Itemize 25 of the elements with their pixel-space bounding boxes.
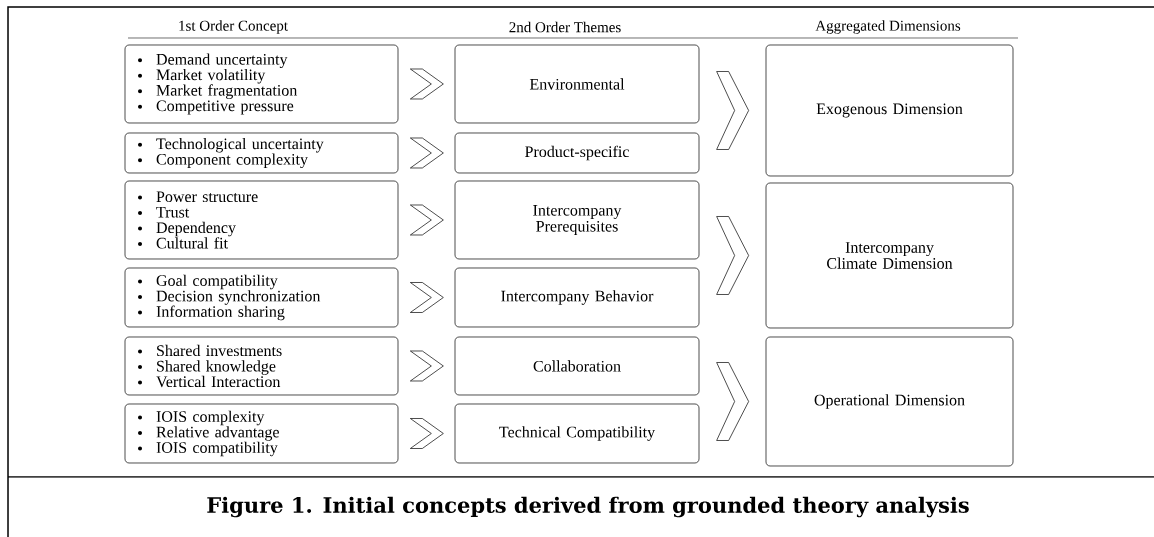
dimension-box: Intercompany Climate Dimension xyxy=(765,182,1014,329)
chevron-arrow xyxy=(716,71,749,150)
concept-box: Technological uncertainty Component complexity xyxy=(124,132,399,174)
theme-box: Technical Compatibility xyxy=(454,403,700,464)
concept-box: IOIS complexity Relative advantage IOIS compatibility xyxy=(124,403,399,464)
chevron-arrow xyxy=(410,204,444,236)
dimension-box: Exogenous Dimension xyxy=(765,44,1014,177)
chevron-arrow xyxy=(716,362,749,441)
concept-box: Goal compatibility Decision synchronization Information sharing xyxy=(124,267,399,328)
dimension-box: Operational Dimension xyxy=(765,336,1014,467)
figure-caption: Figure 1. Initial concepts derived from grounded theory analysis xyxy=(207,496,969,518)
chevron-arrow xyxy=(410,68,444,100)
chevron-arrow xyxy=(410,418,444,449)
theme-box: Intercompany Behavior xyxy=(454,267,700,328)
chevron-arrow xyxy=(410,137,444,169)
theme-box: Environmental xyxy=(454,44,700,124)
concept-box: Power structure Trust Dependency Cultural fit xyxy=(124,180,399,260)
theme-box: Intercompany Prerequisites xyxy=(454,180,700,260)
theme-box: Product-specific xyxy=(454,132,700,174)
chevron-arrow xyxy=(410,282,444,313)
concept-box: Demand uncertainty Market volatility Market fragmentation Competitive pressure xyxy=(124,44,399,124)
theme-box: Collaboration xyxy=(454,336,700,396)
chevron-arrow xyxy=(410,350,444,382)
concept-box: Shared investments Shared knowledge Vertical Interaction xyxy=(124,336,399,396)
chevron-arrow xyxy=(716,216,749,295)
